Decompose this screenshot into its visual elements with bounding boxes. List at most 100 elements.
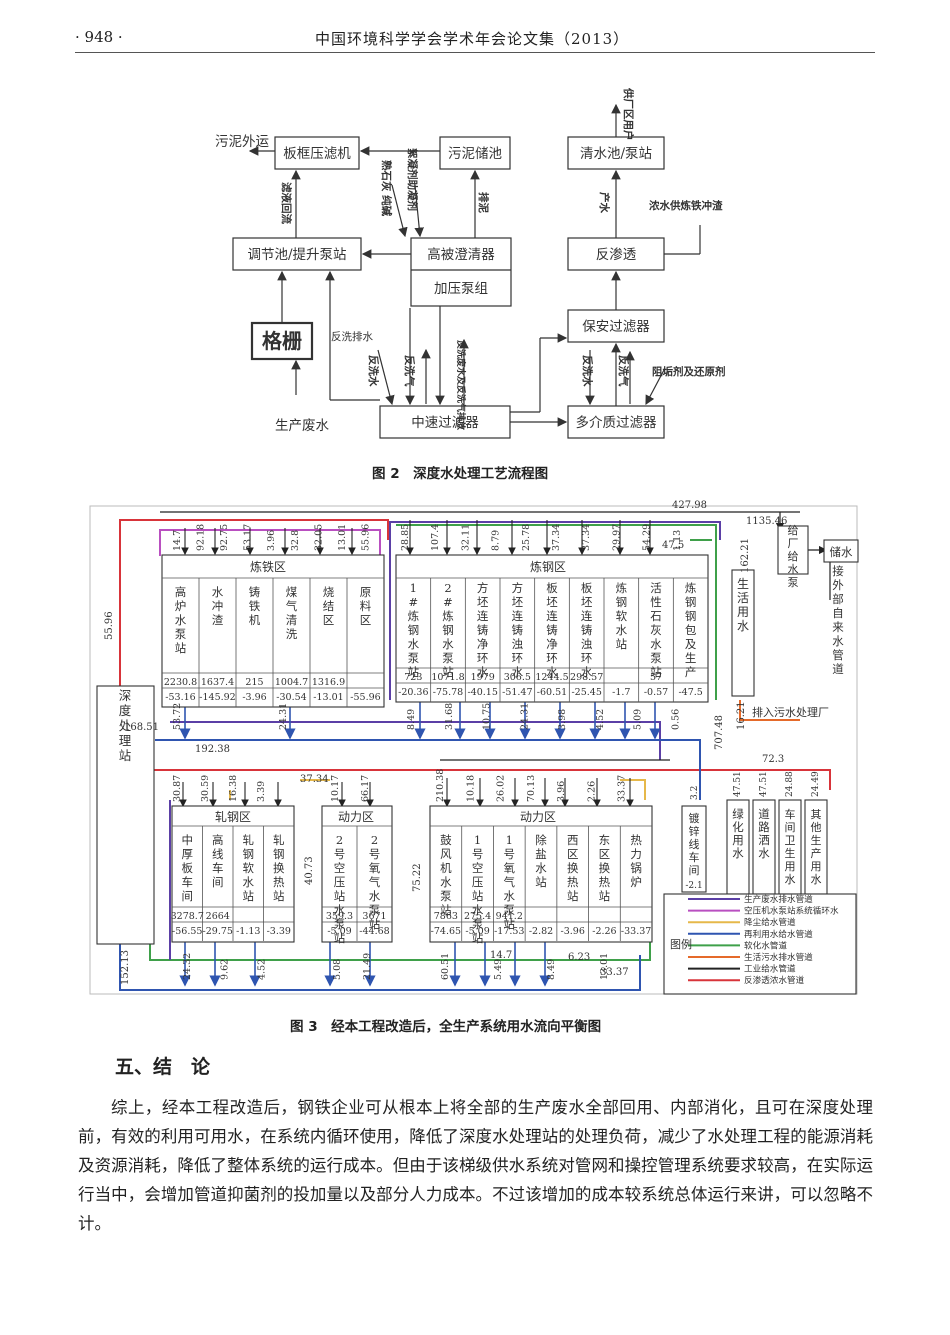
flow-16221: 162.21 [740,538,751,573]
power2-unit-label: 鼓风机水泵站 [440,833,452,917]
label-sludge-tank: 污泥储池 [448,146,502,162]
legend-item-label: 生活污水排水管道 [744,951,813,963]
iron-supply-value: 1316.9 [312,677,345,688]
label-sludge-out: 污泥外运 [215,134,269,150]
label-bw-water-2: 反洗水 [581,355,594,387]
steel-top-flow: 28.85 [400,524,411,551]
iron-top-flow: 92.18 [196,524,207,551]
domestic-label: 生活用水 [737,577,749,633]
steel-unit-label: 活性石灰水泵站 [650,581,662,679]
galvanize-label: 镀锌线车间 [689,811,700,877]
figure-2-caption: 图 2 深度水处理工艺流程图 [372,466,549,482]
steel-bottom-flow: 3.98 [557,709,568,730]
label-pump-group: 加压泵组 [434,281,488,297]
steel-loss-value: -40.15 [467,687,497,698]
steel-bottom-flow: 0.56 [670,709,681,730]
label-concentrate: 浓水供炼铁冲渣 [649,199,723,212]
steel-top-flow: 37.34 [581,524,592,551]
steel-bottom-flow: 5.09 [633,709,644,730]
steel-unit-label: 炼钢钢包及生产 [685,581,697,679]
power2-loss-value: -5.09 [465,926,489,937]
steel-loss-value: -1.7 [612,687,630,698]
steel-unit-label: 方坯连铸浊环水 [512,581,524,679]
flow-19238: 192.38 [195,744,230,755]
box-clarifier [410,237,512,307]
box-adjust-pool [232,237,362,271]
power2-loss-value: -33.37 [621,926,651,937]
block-steel [395,554,709,703]
power2-bottom-flow: 60.51 [440,953,451,980]
label-mid-filter: 中速过滤器 [411,415,479,431]
power1-supply-value: 3671 [362,911,386,922]
box-sludge-tank [439,136,511,170]
power2-top-flow: 210.38 [435,769,446,802]
page-header: · 948 · 中国环境科学学会学术年会论文集（2013） [75,22,875,53]
power1-title: 动力区 [338,810,374,824]
steel-unit-label: 方坯连铸净环水 [477,581,489,679]
steel-loss-value: -51.47 [502,687,532,698]
flow-723: 72.3 [762,754,784,765]
steel-supply-value: 298.57 [570,672,603,683]
label-sludge: 排泥 [477,192,490,213]
iron-unit-label: 高炉水泵站 [175,585,187,655]
iron-supply-value: 1637.4 [201,677,234,688]
power1-bottom-flow: 21.49 [362,953,373,980]
rolling-loss-value: -3.39 [267,926,291,937]
flow-623: 6.23 [568,952,590,963]
power1-bottom-flow: 5.08 [332,959,343,980]
flow-1135: 1135.46 [746,516,787,527]
section-heading: 五、结 论 [115,1056,211,1078]
power2-bottom-flow: 5.49 [493,959,504,980]
road-label: 道路洒水 [758,807,770,860]
steel-unit-label: 板坯连铸净环水 [546,581,558,679]
power2-bottom-flow: 13.01 [599,953,610,980]
label-backwash: 反洗排水 [331,330,373,343]
legend-item-label: 空压机水泵站系统循环水 [744,905,839,917]
steel-top-flow: 25.78 [521,524,532,551]
block-supply-pump [777,525,809,575]
label-bw-water-1: 反洗水 [367,355,380,387]
rolling-top-flow: 30.87 [172,775,183,802]
label-filtrate: 滤液回流 [280,182,293,224]
label-lime: 熟石灰 纯碱 [380,160,393,217]
flow-15213: 152.13 [120,950,131,985]
rolling-bottom-flow: 9.62 [219,959,230,980]
steel-unit-label: 炼钢软水站 [616,581,628,651]
power2-bottom-flow: 8.49 [546,959,557,980]
steel-unit-label: 板坯连铸浊环水 [581,581,593,679]
block-domestic [731,569,755,697]
iron-unit-label: 铸铁机 [249,585,261,627]
iron-supply-value: 2230.8 [164,677,197,688]
power2-unit-label: 热力锅炉 [630,833,642,889]
rolling-top-flow: 3.39 [256,781,267,802]
power1-top-flow: 10.17 [330,775,341,802]
legend-item-label: 降尘给水管道 [744,916,796,928]
flow-70748: 707.48 [714,715,725,750]
external-water-label: 接外部自来水管道 [832,564,844,676]
steel-loss-value: -25.45 [571,687,601,698]
steel-top-flow: 54.29 [642,524,653,551]
iron-loss-value: -13.01 [313,692,343,703]
flow-4073: 40.73 [304,856,315,885]
steel-bottom-flow: 31.68 [444,703,455,730]
power2-top-flow: 26.02 [496,775,507,802]
iron-top-flow: 53.17 [243,524,254,551]
steel-supply-value: 1071.8 [431,672,464,683]
deep-treatment-label: 深度处理站 [119,688,132,763]
flow-16851: 168.51 [124,722,159,733]
power2-loss-value: -2.82 [529,926,553,937]
iron-unit-label: 水冲渣 [212,585,224,627]
power2-title: 动力区 [520,810,556,824]
label-bw-air-2: 反洗气 [617,355,630,387]
legend-item-label: 反渗透浓水管道 [744,974,805,986]
rolling-loss-value: -56.55 [172,926,202,937]
rolling-loss-value: -29.75 [203,926,233,937]
block-power-2 [429,805,653,943]
flow-147: 14.7 [490,950,512,961]
conclusion-paragraph: 综上，经本工程改造后，钢铁企业可从根本上将全部的生产废水全部回用、内部消化，且可… [78,1098,873,1233]
power2-supply-value: 275.4 [464,911,491,922]
power2-top-flow: 70.13 [526,775,537,802]
label-product: 产水 [598,192,611,213]
